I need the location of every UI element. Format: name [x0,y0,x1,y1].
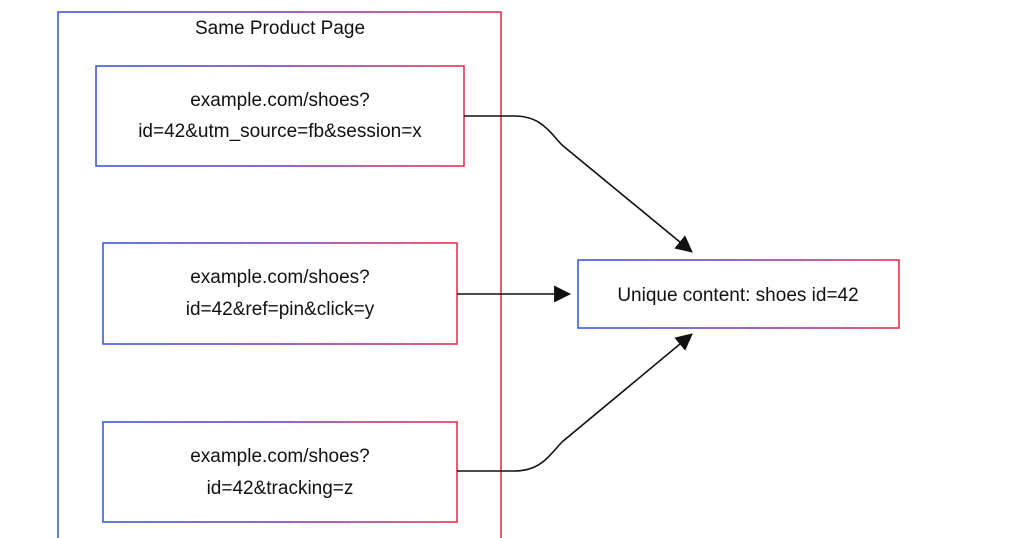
url-node-3: example.com/shoes? id=42&tracking=z [102,421,458,523]
url-node-2-box [102,242,458,345]
url-node-1-line1: example.com/shoes? [190,90,370,111]
url-node-3-line1: example.com/shoes? [190,446,370,467]
url-node-2: example.com/shoes? id=42&ref=pin&click=y [102,242,458,345]
url-node-2-line1: example.com/shoes? [190,267,370,288]
canonical-node-box [577,259,900,329]
edge-url3-to-canonical [457,333,693,472]
url-node-1-line2: id=42&utm_source=fb&session=x [138,121,422,142]
canonical-node: Unique content: shoes id=42 [577,259,900,329]
group-title: Same Product Page [195,18,365,39]
group-same-product-page: Same Product Page [57,11,502,538]
edge-url1-to-canonical [464,115,693,253]
group-border [57,11,502,538]
url-node-1-box [95,65,465,167]
url-node-1: example.com/shoes? id=42&utm_source=fb&s… [95,65,465,167]
canonical-node-label: Unique content: shoes id=42 [617,285,858,306]
url-node-2-line2: id=42&ref=pin&click=y [186,299,375,320]
url-node-3-line2: id=42&tracking=z [207,478,354,499]
url-node-3-box [102,421,458,523]
